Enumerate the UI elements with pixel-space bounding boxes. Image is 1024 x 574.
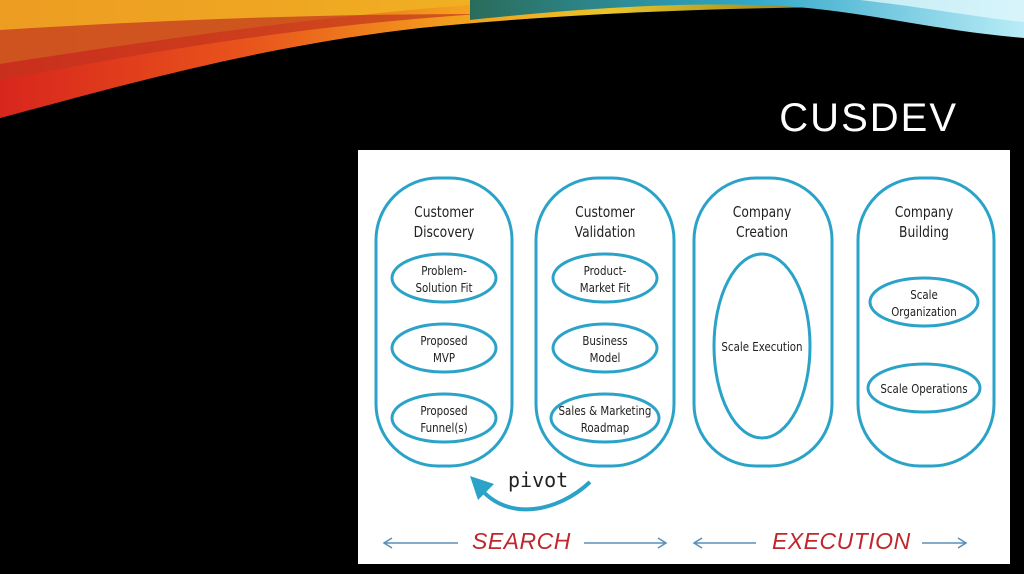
column-outline-company-building [856, 176, 996, 468]
column-title-customer-validation: Customer Validation [552, 202, 659, 242]
column-title-line: Validation [574, 223, 636, 241]
column-title-line: Creation [735, 223, 789, 241]
item-line: MVP [432, 350, 456, 365]
column-title-line: Company [894, 203, 954, 221]
item-scale-execution: Scale Execution [713, 338, 811, 355]
item-line: Problem- [421, 263, 467, 278]
column-title-company-creation: Company Creation [709, 202, 816, 242]
slide-banner-decoration [0, 0, 1024, 118]
item-line: Roadmap [580, 420, 630, 435]
item-outline-proposed-mvp [390, 322, 498, 374]
phase-label-execution: EXECUTION [772, 528, 911, 554]
execution-arrow-right [922, 537, 968, 549]
column-outline-company-creation [692, 176, 834, 468]
search-arrow-right [584, 537, 668, 549]
item-proposed-funnels: Proposed Funnel(s) [395, 402, 493, 436]
column-outline-customer-discovery [374, 176, 514, 468]
pivot-label: pivot [508, 468, 569, 492]
execution-arrow-left [692, 537, 756, 549]
item-line: Scale Execution [721, 339, 803, 354]
item-outline-sales-marketing-roadmap [549, 392, 661, 444]
item-line: Product- [583, 263, 627, 278]
column-title-customer-discovery: Customer Discovery [391, 202, 498, 242]
item-line: Sales & Marketing [558, 403, 652, 418]
search-arrow-left [382, 537, 458, 549]
column-title-line: Company [732, 203, 792, 221]
item-proposed-mvp: Proposed MVP [395, 332, 493, 366]
column-outline-customer-validation [534, 176, 676, 468]
item-outline-scale-operations [866, 362, 982, 414]
column-title-line: Customer [575, 203, 635, 221]
column-title-line: Discovery [413, 223, 475, 241]
item-line: Proposed [420, 403, 468, 418]
item-outline-product-market-fit [551, 252, 659, 304]
pivot-arrowhead [470, 476, 494, 500]
column-title-line: Building [899, 223, 949, 241]
item-business-model: Business Model [556, 332, 654, 366]
column-title-line: Customer [414, 203, 474, 221]
item-problem-solution-fit: Problem- Solution Fit [395, 262, 493, 296]
item-outline-scale-organization [868, 276, 980, 328]
item-line: Funnel(s) [420, 420, 468, 435]
item-outline-scale-execution [712, 252, 812, 440]
item-line: Market Fit [579, 280, 631, 295]
diagram-shapes [374, 176, 996, 549]
item-product-market-fit: Product- Market Fit [556, 262, 654, 296]
item-line: Organization [891, 304, 957, 319]
item-line: Solution Fit [415, 280, 473, 295]
item-line: Scale [910, 287, 938, 302]
item-outline-problem-solution-fit [390, 252, 498, 304]
item-line: Proposed [420, 333, 468, 348]
pivot-arrow [478, 480, 592, 512]
customer-development-diagram: Customer Discovery Customer Validation C… [358, 150, 1010, 564]
item-sales-marketing-roadmap: Sales & Marketing Roadmap [548, 402, 663, 436]
item-line: Scale Operations [880, 381, 968, 396]
slide-title: CUSDEV [779, 96, 958, 140]
phase-label-search: SEARCH [472, 528, 571, 554]
item-scale-operations: Scale Operations [867, 380, 982, 397]
item-line: Model [589, 350, 621, 365]
item-line: Business [582, 333, 628, 348]
column-title-company-building: Company Building [871, 202, 978, 242]
item-outline-business-model [551, 322, 659, 374]
item-outline-proposed-funnels [390, 392, 498, 444]
item-scale-organization: Scale Organization [875, 286, 973, 320]
